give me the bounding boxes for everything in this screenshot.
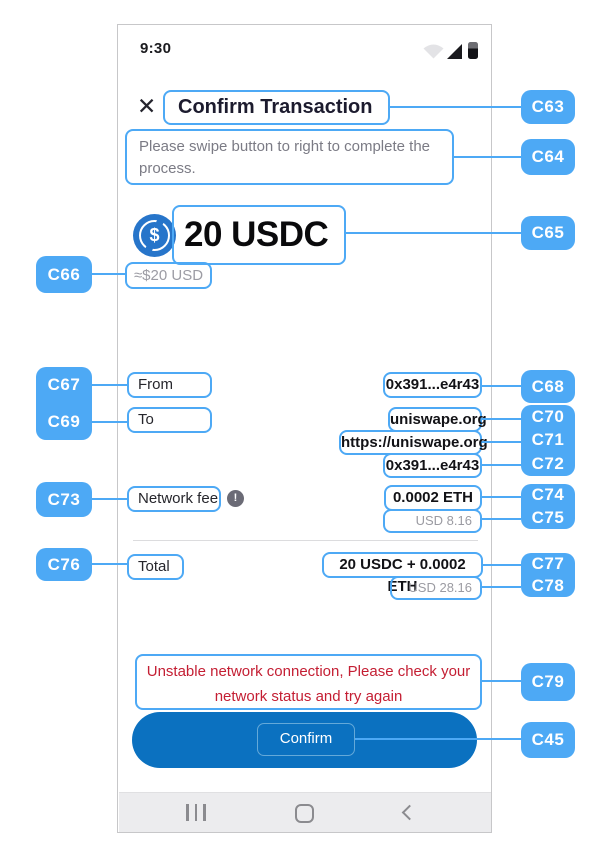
network-fee-usd-box: USD 8.16	[383, 509, 482, 533]
annotation-badge-stack-c77-c78: C77 C78	[521, 553, 575, 597]
annotation-badge-c65: C65	[521, 216, 575, 250]
total-usd: USD 28.16	[408, 580, 472, 595]
subtitle: Please swipe button to right to complete…	[139, 138, 431, 178]
confirm-label: Confirm	[279, 730, 333, 747]
total-usd-box: USD 28.16	[390, 576, 482, 600]
annotation-badge-c77: C77	[531, 554, 565, 573]
to-site-url: https://uniswape.org	[341, 434, 488, 451]
connector-line-c73	[92, 498, 127, 500]
connector-line-c68	[482, 385, 521, 387]
recents-icon[interactable]	[186, 804, 206, 821]
page-title-box: Confirm Transaction	[163, 90, 390, 125]
from-address: 0x391...e4r43	[385, 376, 480, 393]
annotation-badge-c79: C79	[521, 663, 575, 701]
annotation-badge-c71: C71	[531, 430, 565, 450]
from-address-box: 0x391...e4r43	[383, 372, 482, 398]
annotation-badge-c72: C72	[531, 454, 565, 474]
connector-line-c45	[355, 738, 521, 740]
annotation-badge-c45: C45	[521, 722, 575, 758]
annotation-badge-c73: C73	[36, 482, 92, 517]
status-time: 9:30	[140, 40, 172, 57]
warning-message: Unstable network connection, Please chec…	[146, 663, 471, 705]
phone-frame	[117, 24, 492, 833]
wifi-icon	[423, 44, 444, 59]
to-address: 0x391...e4r43	[385, 457, 480, 474]
home-icon[interactable]	[295, 804, 314, 823]
connector-line-c74	[482, 496, 521, 498]
total-label-box: Total	[127, 554, 184, 580]
annotation-badge-c68: C68	[521, 370, 575, 403]
warning-message-box: Unstable network connection, Please chec…	[135, 654, 482, 710]
page-title: Confirm Transaction	[178, 96, 373, 118]
annotation-badge-c75: C75	[531, 507, 565, 527]
connector-line-c76	[92, 563, 127, 565]
fiat-equivalent-box: ≈$20 USD	[125, 262, 212, 289]
usdc-dollar-glyph: $	[149, 225, 160, 245]
connector-line-c70	[482, 418, 521, 420]
confirm-label-box: Confirm	[257, 723, 355, 756]
connector-line-c72	[482, 464, 521, 466]
annotation-badge-c76: C76	[36, 548, 92, 581]
to-label: To	[138, 411, 154, 428]
from-label-box: From	[127, 372, 212, 398]
connector-line-c71	[482, 441, 521, 443]
divider	[133, 540, 478, 541]
fiat-equivalent: ≈$20 USD	[133, 267, 204, 284]
annotation-badge-stack-c74-c75: C74 C75	[521, 484, 575, 529]
annotation-badge-stack-c70-c72: C70 C71 C72	[521, 405, 575, 476]
annotation-badge-c69: C69	[47, 411, 81, 431]
usdc-ring	[139, 220, 170, 251]
annotation-badge-c66: C66	[36, 256, 92, 293]
amount-box: 20 USDC	[172, 205, 346, 265]
to-site-url-box: https://uniswape.org	[339, 430, 488, 455]
connector-line-c79	[482, 680, 521, 682]
network-fee-label-box: Network fee	[127, 486, 221, 512]
to-site-name-box: uniswape.org	[388, 407, 487, 432]
annotation-badge-c63: C63	[521, 90, 575, 124]
connector-line-c75	[482, 518, 521, 520]
connector-line-c78	[482, 586, 521, 588]
annotation-badge-c74: C74	[531, 485, 565, 505]
annotation-badge-c78: C78	[531, 576, 565, 595]
amount-value: 20 USDC	[184, 215, 329, 254]
battery-icon	[468, 42, 478, 59]
connector-line-c67	[92, 384, 127, 386]
annotation-badge-stack-c67-c69: C67 C69	[36, 367, 92, 440]
connector-line-c66	[92, 273, 125, 275]
confirm-button[interactable]: Confirm	[132, 712, 477, 768]
usdc-icon: $	[133, 214, 176, 257]
connector-line-c69	[92, 421, 127, 423]
connector-line-c77	[483, 564, 521, 566]
total-amount-box: 20 USDC + 0.0002 ETH	[322, 552, 483, 595]
network-fee-eth-box: 0.0002 ETH	[384, 485, 482, 511]
network-fee-label: Network fee	[138, 490, 219, 507]
total-label: Total	[138, 558, 170, 575]
network-fee-eth: 0.0002 ETH	[392, 489, 474, 506]
to-label-box: To	[127, 407, 212, 433]
connector-line-c63	[390, 106, 521, 108]
subtitle-box: Please swipe button to right to complete…	[125, 129, 454, 185]
annotation-badge-c67: C67	[47, 375, 81, 395]
to-address-box: 0x391...e4r43	[383, 453, 482, 478]
connector-line-c64	[453, 156, 521, 158]
to-site-name: uniswape.org	[390, 411, 487, 428]
from-label: From	[138, 376, 173, 393]
info-icon[interactable]: !	[227, 490, 244, 507]
android-nav-bar	[118, 792, 491, 832]
cellular-signal-icon	[447, 44, 462, 59]
annotation-badge-c70: C70	[531, 406, 565, 426]
annotation-badge-c64: C64	[521, 139, 575, 175]
network-fee-usd: USD 8.16	[415, 513, 472, 528]
connector-line-c65	[345, 232, 521, 234]
close-icon[interactable]: ✕	[137, 93, 157, 119]
